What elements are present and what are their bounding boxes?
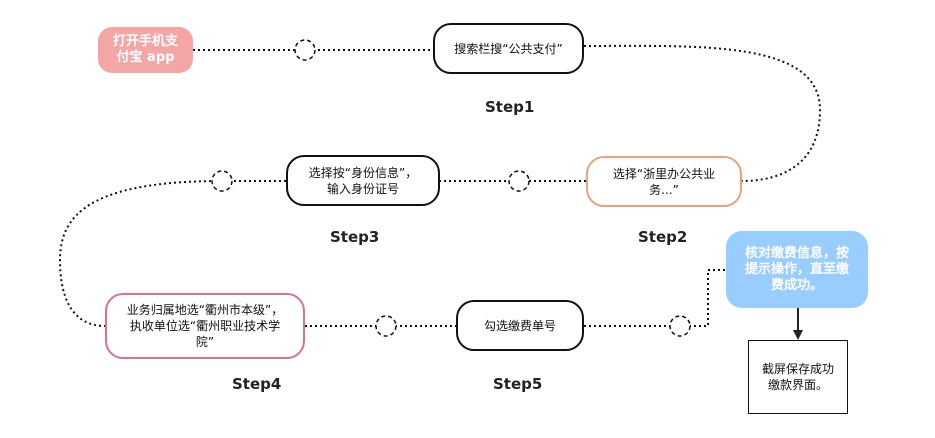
node-location-label: 业务归属地选“衢州市本级”， 执收单位选“衢州职业技术学 院” — [126, 303, 284, 349]
step-label-4: Step4 — [232, 375, 282, 393]
waypoint-circle-3 — [211, 170, 233, 192]
node-open-alipay-label: 打开手机支 付宝 app — [112, 34, 178, 65]
node-selectbill-label: 勾选缴费单号 — [483, 318, 556, 333]
waypoint-circle-2 — [508, 170, 530, 192]
connector-search-to-zheliban — [583, 44, 822, 182]
node-zheliban-label: 选择“浙里办公共业 务...” — [612, 166, 716, 197]
node-select-zheliban: 选择“浙里办公共业 务...” — [586, 156, 742, 207]
node-select-bill: 勾选缴费单号 — [456, 300, 584, 351]
node-screenshot-label: 截屏保存成功 缴款界面。 — [761, 362, 834, 392]
node-select-location: 业务归属地选“衢州市本级”， 执收单位选“衢州职业技术学 院” — [105, 293, 305, 359]
node-search-label: 搜索栏搜“公共支付” — [454, 41, 563, 56]
step-label-3: Step3 — [330, 228, 380, 246]
node-identity-label: 选择按“身份信息”， 输入身份证号 — [308, 165, 418, 196]
node-verify-label: 核对缴费信息，按 提示操作，直至缴 费成功。 — [744, 245, 849, 293]
node-search-public-payment: 搜索栏搜“公共支付” — [433, 23, 584, 74]
waypoint-circle-5 — [669, 315, 691, 337]
node-open-alipay: 打开手机支 付宝 app — [98, 27, 193, 73]
node-screenshot-save: 截屏保存成功 缴款界面。 — [748, 340, 848, 414]
waypoint-circle-1 — [294, 39, 316, 61]
waypoint-circle-4 — [375, 315, 397, 337]
step-label-5: Step5 — [493, 375, 543, 393]
node-identity-input: 选择按“身份信息”， 输入身份证号 — [286, 155, 440, 206]
connector-selectbill-to-verify — [584, 269, 728, 327]
step-label-1: Step1 — [485, 98, 535, 116]
node-verify-payment: 核对缴费信息，按 提示操作，直至缴 费成功。 — [726, 231, 868, 308]
step-label-2: Step2 — [638, 228, 688, 246]
